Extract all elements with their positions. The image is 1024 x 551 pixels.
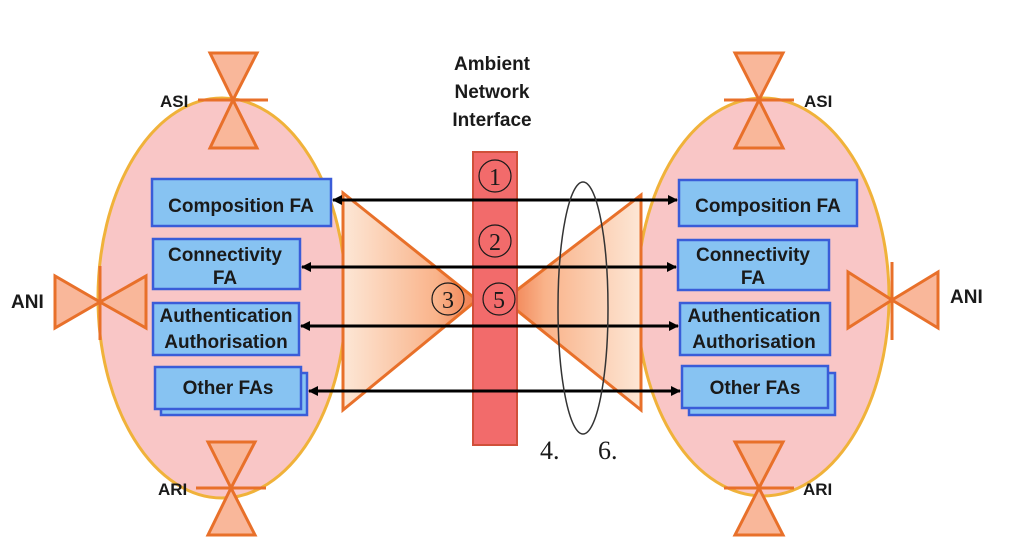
left-box-connectivity-line-2: FA bbox=[213, 268, 238, 289]
left-ari-connector bbox=[196, 440, 266, 537]
right-ari-connector bbox=[724, 440, 794, 537]
left-box-authentication-line-1: Authentication bbox=[160, 306, 293, 327]
marker-2-label: 2 bbox=[489, 230, 501, 256]
marker-5: 5 bbox=[482, 282, 516, 316]
right-box-authentication-line-1: Authentication bbox=[688, 306, 821, 327]
marker-3: 3 bbox=[431, 282, 465, 316]
left-box-other-label: Other FAs bbox=[183, 378, 274, 399]
marker-3-label: 3 bbox=[442, 288, 454, 314]
right-box-connectivity-line-1: Connectivity bbox=[696, 245, 810, 266]
left-box-connectivity-line-1: Connectivity bbox=[168, 245, 282, 266]
left-ari-label: ARI bbox=[158, 480, 187, 499]
interface-title-line-3: Interface bbox=[452, 110, 531, 131]
bottom-marker-6: 6. bbox=[598, 436, 618, 465]
right-asi-connector bbox=[724, 51, 794, 150]
left-funnel bbox=[341, 189, 480, 414]
marker-2: 2 bbox=[478, 224, 512, 258]
bottom-marker-4: 4. bbox=[540, 436, 560, 465]
right-box-other-label: Other FAs bbox=[710, 378, 801, 399]
right-box-other: Other FAs bbox=[680, 364, 837, 417]
right-box-connectivity-line-2: FA bbox=[741, 268, 766, 289]
right-ani-connector bbox=[846, 262, 940, 340]
right-ari-label: ARI bbox=[803, 480, 832, 499]
right-funnel bbox=[501, 191, 643, 414]
left-ani-connector bbox=[53, 266, 148, 340]
left-ani-label: ANI bbox=[11, 292, 44, 313]
left-asi-label: ASI bbox=[160, 92, 188, 111]
right-box-authentication: Authentication Authorisation bbox=[678, 301, 832, 357]
marker-1: 1 bbox=[478, 159, 512, 193]
left-box-authentication-line-2: Authorisation bbox=[164, 332, 288, 353]
interface-title-line-1: Ambient bbox=[454, 54, 531, 75]
left-box-connectivity: Connectivity FA bbox=[151, 237, 302, 291]
right-ani-label: ANI bbox=[950, 287, 983, 308]
left-box-other: Other FAs bbox=[153, 365, 309, 417]
arrow-group-ellipse bbox=[557, 181, 609, 435]
left-box-authentication: Authentication Authorisation bbox=[151, 301, 301, 357]
left-box-composition: Composition FA bbox=[150, 177, 333, 228]
left-box-composition-label: Composition FA bbox=[168, 196, 314, 217]
right-box-connectivity: Connectivity FA bbox=[676, 238, 831, 292]
right-asi-label: ASI bbox=[804, 92, 832, 111]
right-box-composition-label: Composition FA bbox=[695, 196, 841, 217]
marker-1-label: 1 bbox=[489, 165, 501, 191]
right-box-authentication-line-2: Authorisation bbox=[692, 332, 816, 353]
interface-title-line-2: Network bbox=[455, 82, 530, 103]
marker-5-label: 5 bbox=[493, 288, 505, 314]
right-box-composition: Composition FA bbox=[677, 178, 859, 228]
left-asi-connector bbox=[198, 51, 268, 150]
